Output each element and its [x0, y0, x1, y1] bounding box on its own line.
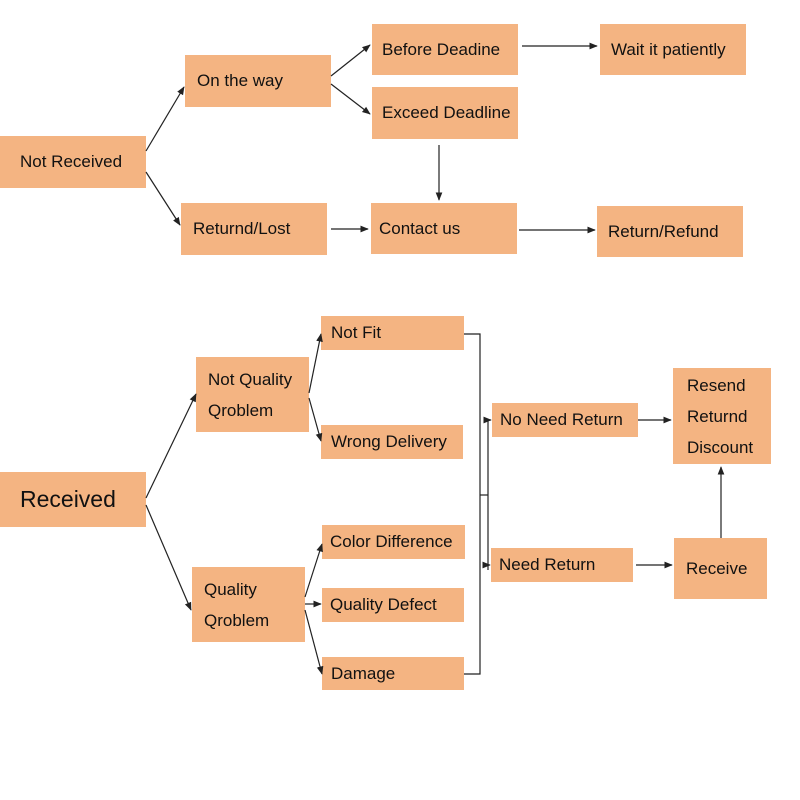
node-label-line2: Qroblem: [208, 400, 274, 420]
node-label: Wait it patiently: [611, 39, 726, 59]
arrow-received-to-quality-problem: [145, 504, 192, 611]
bracket-left-branches: [464, 333, 481, 675]
node-label: Not Fit: [331, 323, 382, 343]
arrow-quality-to-color-difference: [304, 543, 323, 598]
node-label: Contact us: [379, 218, 461, 238]
arrow-not-received-to-returned-lost: [145, 171, 181, 226]
arrow-quality-to-damage: [304, 609, 324, 675]
node-label: Need Return: [499, 555, 596, 575]
node-label: Returnd/Lost: [193, 219, 291, 239]
node-quality-defect: Quality Defect: [322, 588, 464, 622]
node-label: Return/Refund: [608, 221, 719, 241]
node-need-return: Need Return: [491, 548, 633, 582]
node-label-line2: Qroblem: [204, 610, 270, 630]
node-damage: Damage: [322, 657, 464, 690]
arrow-not-quality-to-wrong-delivery: [308, 397, 323, 442]
node-contact-us: Contact us: [371, 203, 517, 254]
arrow-not-quality-to-not-fit: [308, 333, 323, 394]
node-label: Color Difference: [330, 532, 453, 552]
arrow-not-received-to-on-the-way: [145, 86, 185, 152]
node-label: Exceed Deadline: [382, 103, 511, 123]
node-not-received: Not Received: [0, 136, 146, 188]
node-label-line3: Discount: [687, 437, 754, 457]
node-label: Receive: [686, 558, 748, 578]
node-exceed-deadline: Exceed Deadline: [372, 87, 518, 139]
node-wrong-delivery: Wrong Delivery: [321, 425, 463, 459]
node-label: Wrong Delivery: [331, 432, 447, 452]
node-not-fit: Not Fit: [321, 316, 464, 350]
node-receive: Receive: [674, 538, 767, 599]
arrow-received-to-not-quality-problem: [145, 393, 197, 499]
node-no-need-return: No Need Return: [492, 403, 638, 437]
node-label: Received: [20, 486, 116, 513]
node-label: On the way: [197, 71, 283, 91]
node-wait-patiently: Wait it patiently: [600, 24, 746, 75]
node-returned-lost: Returnd/Lost: [181, 203, 327, 255]
node-label: Not Received: [20, 152, 123, 172]
node-label-line1: Resend: [687, 375, 746, 395]
node-before-deadline: Before Deadine: [372, 24, 518, 75]
node-label-line1: Quality: [204, 579, 257, 599]
node-return-refund: Return/Refund: [597, 206, 743, 257]
node-color-difference: Color Difference: [322, 525, 465, 559]
arrow-on-the-way-to-before-deadline: [330, 44, 371, 77]
node-label: Quality Defect: [330, 595, 437, 615]
node-on-the-way: On the way: [185, 55, 331, 107]
node-label-line2: Returnd: [687, 406, 748, 426]
node-received: Received: [0, 472, 146, 527]
node-label: Damage: [331, 663, 396, 683]
node-label: Before Deadine: [382, 39, 501, 59]
node-label-line1: Not Quality: [208, 369, 293, 389]
node-label: No Need Return: [500, 410, 623, 430]
arrow-on-the-way-to-exceed-deadline: [330, 83, 371, 115]
